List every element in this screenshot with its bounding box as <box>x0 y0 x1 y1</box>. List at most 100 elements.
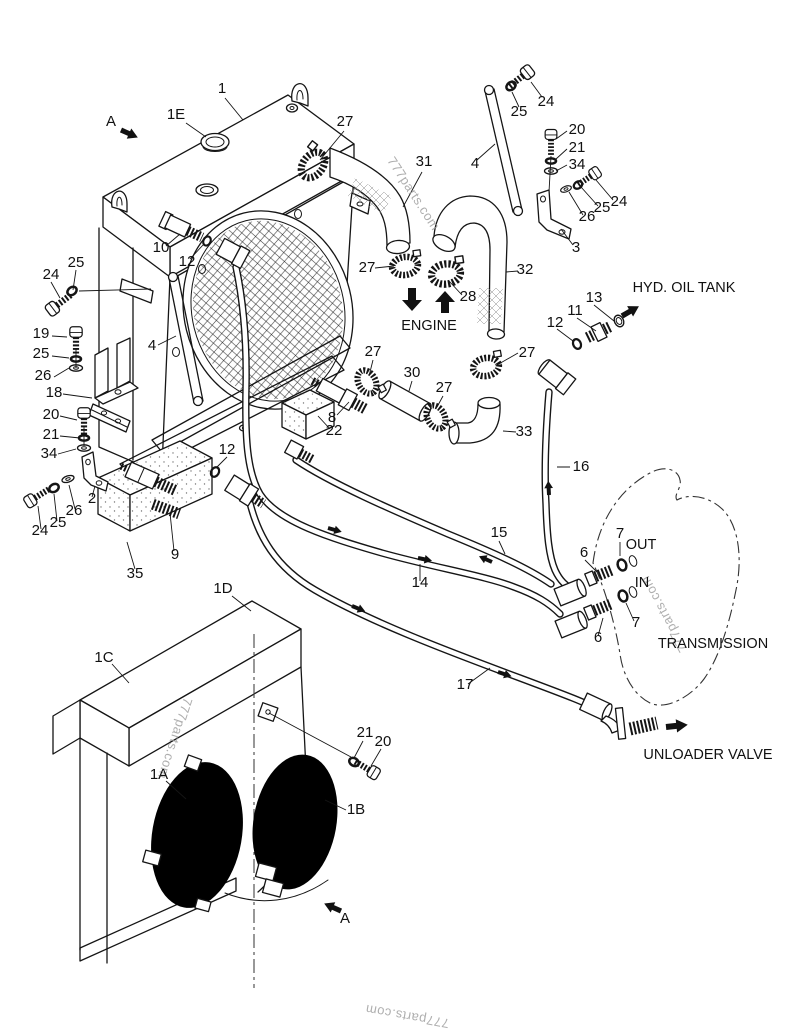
nipple-6-in <box>583 598 614 621</box>
callout-21: 21 <box>43 426 60 443</box>
callout-26: 26 <box>579 208 596 225</box>
callout-27: 27 <box>337 113 354 130</box>
callout-25: 25 <box>594 199 611 216</box>
flange <box>614 707 627 740</box>
unloader-end <box>579 692 689 740</box>
callout-30: 30 <box>404 364 421 381</box>
callout-1: 1 <box>218 80 226 97</box>
hose-end-in <box>554 610 588 639</box>
callout-21: 21 <box>357 724 374 741</box>
elbow-fitting-17 <box>224 474 267 509</box>
stay-rod-left <box>167 271 204 407</box>
bracket-3 <box>536 189 572 240</box>
mount-plate <box>119 278 154 304</box>
stay-rod-right <box>483 84 524 217</box>
callout-33: 33 <box>516 423 533 440</box>
callout-11: 11 <box>567 302 583 319</box>
callout-20: 20 <box>43 406 60 423</box>
callout-12: 12 <box>179 253 196 270</box>
callout-6: 6 <box>594 629 602 646</box>
label-hyd-oil-tank: HYD. OIL TANK <box>633 280 736 296</box>
callout-1B: 1B <box>347 801 365 818</box>
callout-14: 14 <box>412 574 429 591</box>
hose-15 <box>292 456 555 588</box>
lower-radiator <box>52 600 348 988</box>
bracket-18 <box>94 337 139 405</box>
hose-end-out <box>553 578 587 607</box>
label-view-a-bottom: A <box>340 910 350 927</box>
callout-24: 24 <box>43 266 60 283</box>
callout-19: 19 <box>33 325 50 342</box>
callout-34: 34 <box>41 445 58 462</box>
fitting-8 <box>310 377 369 414</box>
threaded-stub <box>628 716 659 736</box>
mount-ear <box>111 190 128 213</box>
oring-7-out <box>614 557 630 573</box>
callout-25: 25 <box>50 514 67 531</box>
callout-20: 20 <box>375 733 392 750</box>
filler-neck <box>195 183 219 197</box>
callout-13: 13 <box>586 289 603 306</box>
callout-34: 34 <box>569 156 586 173</box>
callout-9: 9 <box>171 546 179 563</box>
callout-35: 35 <box>127 565 144 582</box>
callout-22: 22 <box>326 422 343 439</box>
label-engine: ENGINE <box>401 318 457 334</box>
callout-12: 12 <box>219 441 236 458</box>
callout-3: 3 <box>572 239 580 256</box>
oring-7-in <box>615 588 631 604</box>
hose-16 <box>541 388 578 594</box>
engine-down-arrow <box>402 288 422 311</box>
nipple-6-out <box>584 564 615 587</box>
engine-arrows <box>402 288 455 313</box>
nipple-11 <box>584 321 614 343</box>
label-out: OUT <box>626 537 657 553</box>
hose-17 <box>246 499 605 715</box>
transmission-outline <box>592 468 740 706</box>
hyd-tank-chain <box>537 301 642 396</box>
callout-10: 10 <box>153 239 170 256</box>
callout-17: 17 <box>457 676 474 693</box>
oring-12 <box>570 336 584 352</box>
filler-cap <box>200 132 230 152</box>
callout-1C: 1C <box>94 649 113 666</box>
fitting-under-22 <box>284 439 315 464</box>
callout-27: 27 <box>519 344 536 361</box>
callout-25: 25 <box>33 345 50 362</box>
hose-14 <box>232 263 564 618</box>
callout-24: 24 <box>32 522 49 539</box>
fitting-under-35 <box>150 499 182 519</box>
callout-25: 25 <box>68 254 85 271</box>
callout-7: 7 <box>632 614 640 631</box>
callout-24: 24 <box>611 193 628 210</box>
callout-26: 26 <box>66 502 83 519</box>
engine-up-arrow <box>435 291 455 313</box>
unloader-arrow <box>665 718 689 734</box>
callout-4: 4 <box>471 155 479 172</box>
fitting-10-chain <box>158 210 251 269</box>
callout-31: 31 <box>416 153 433 170</box>
callout-20: 20 <box>569 121 586 138</box>
callout-25: 25 <box>511 103 528 120</box>
bracket-2 <box>81 451 109 492</box>
callout-32: 32 <box>517 261 534 278</box>
callout-24: 24 <box>538 93 555 110</box>
label-unloader-valve: UNLOADER VALVE <box>643 747 773 763</box>
view-a-arrow-top <box>118 124 141 143</box>
leader-lines <box>37 81 635 811</box>
callout-21: 21 <box>569 139 586 156</box>
label-view-a-top: A <box>106 113 116 130</box>
callout-27: 27 <box>436 379 453 396</box>
watermark: 777parts.com <box>364 1002 450 1031</box>
callout-27: 27 <box>365 343 382 360</box>
callout-18: 18 <box>46 384 63 401</box>
label-in: IN <box>635 575 650 591</box>
callout-16: 16 <box>573 458 590 475</box>
hose-32 <box>432 195 508 340</box>
callout-15: 15 <box>491 524 508 541</box>
callout-1E: 1E <box>167 106 185 123</box>
callout-28: 28 <box>460 288 477 305</box>
callout-6: 6 <box>580 544 588 561</box>
